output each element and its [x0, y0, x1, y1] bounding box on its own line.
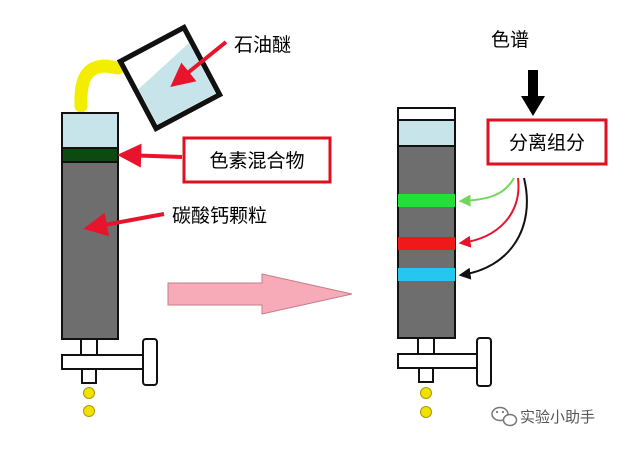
- label-separated-components: 分离组分: [509, 132, 585, 154]
- empty-top-right: [397, 107, 456, 121]
- drop-right-1: [420, 387, 432, 399]
- petroleum-ether-beaker: [116, 24, 224, 132]
- arrow-to-beaker: [170, 40, 228, 88]
- label-petroleum-ether: 石油醚: [234, 34, 291, 56]
- watermark-text: 实验小助手: [520, 408, 595, 426]
- down-arrow: [521, 70, 545, 116]
- label-pigment-mixture: 色素混合物: [209, 150, 304, 172]
- wechat-icon: [491, 406, 518, 427]
- column-body-left: [61, 161, 119, 340]
- band-cyan: [398, 268, 455, 281]
- band-red: [398, 237, 455, 250]
- pigment-label-box: [182, 136, 332, 184]
- components-label-box: [486, 118, 608, 166]
- arrow-to-pigment: [117, 143, 183, 168]
- arrow-to-cyan-band: [458, 177, 528, 280]
- solvent-tube: [74, 59, 125, 113]
- arrow-to-calcium: [83, 212, 165, 237]
- drop-left-1: [83, 387, 95, 399]
- arrow-to-red-band: [458, 177, 520, 248]
- band-green: [398, 194, 455, 207]
- transition-arrow: [167, 273, 353, 315]
- arrow-to-green-band: [458, 177, 515, 207]
- watermark: 实验小助手: [491, 406, 595, 427]
- label-chromatogram: 色谱: [491, 29, 529, 51]
- label-calcium-carbonate: 碳酸钙颗粒: [172, 205, 267, 227]
- solvent-layer-right: [397, 119, 456, 147]
- drop-left-2: [83, 405, 95, 417]
- drop-right-2: [420, 406, 432, 418]
- stopcock-right: [397, 337, 492, 418]
- solvent-layer-left: [61, 112, 119, 149]
- pigment-band: [61, 147, 119, 163]
- stopcock-left: [61, 338, 158, 417]
